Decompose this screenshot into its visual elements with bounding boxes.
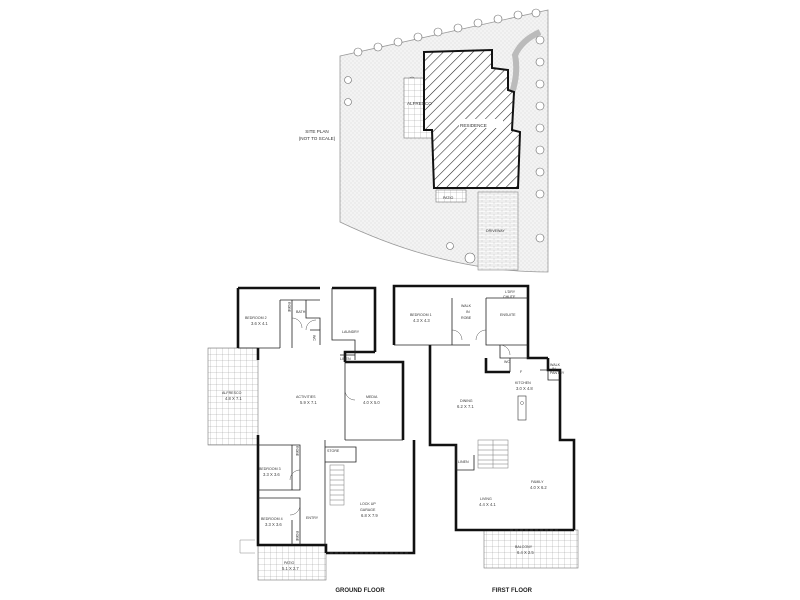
ff-pantry-l1: WALK [550, 363, 561, 367]
gf-walls [236, 286, 416, 555]
gf-bath-label: BATH [296, 310, 306, 314]
gf-garage-label: LOCK UP [360, 502, 376, 506]
ff-bedroom1-label: BEDROOM 1 [410, 313, 432, 317]
gf-wc-label: WC [312, 335, 316, 341]
ff-linen-label: LINEN [458, 460, 469, 464]
gf-robe-c-label: ROBE [295, 531, 299, 542]
gf-media-dim: 4.0 X 5.0 [363, 400, 380, 405]
ff-interior-walls [394, 297, 560, 471]
gf-entry-label: ENTRY [306, 516, 319, 520]
gf-patio-dim: 5.1 X 2.7 [282, 566, 299, 571]
site-patio [435, 189, 467, 203]
gf-doors [239, 317, 356, 554]
gf-interior-walls [238, 288, 403, 545]
gf-patio-label: PATIO [284, 561, 294, 565]
site-residence-label: RESIDENCE [460, 123, 487, 128]
site-plan-title: SITE PLAN [305, 129, 329, 134]
ff-fridge-label: F [520, 370, 523, 374]
ff-dining-dim: 6.2 X 7.1 [457, 404, 474, 409]
site-alfresco-label: ALFRESCO [407, 101, 432, 106]
ff-pantry-l2: IN [552, 367, 556, 371]
ff-family-label: FAMILY [531, 480, 544, 484]
ff-living-dim: 4.4 X 4.1 [479, 502, 496, 507]
ff-walk-in-robe-l1: WALK [461, 304, 472, 308]
ff-family-dim: 4.0 X 6.2 [530, 485, 547, 490]
gf-bedroom4-label: BEDROOM 4 [261, 517, 283, 521]
ff-sink-icon [520, 401, 524, 405]
site-driveway [477, 191, 519, 271]
gf-bedroom4-dim: 3.3 X 3.6 [265, 522, 282, 527]
gf-linen-label: LINEN [340, 357, 351, 361]
gf-patio-area [257, 544, 327, 581]
ff-living-label: LIVING [480, 497, 492, 501]
gf-laundry-label: LAUNDRY [342, 330, 360, 334]
ff-doors [451, 329, 511, 356]
ff-walk-in-robe-l3: ROBE [461, 316, 472, 320]
ff-walk-in-robe-l2: IN [466, 310, 470, 314]
first-floor-plan: BEDROOM 1 4.3 X 4.3 WALK IN ROBE L'DRY C… [392, 284, 579, 594]
ff-ldry-chute-l1: L'DRY [505, 290, 516, 294]
gf-stairs [329, 464, 345, 506]
ff-wc-label: WC [504, 360, 510, 364]
ff-balcony-label: BALCONY [515, 545, 533, 549]
gf-alfresco-dim: 4.8 X 7.1 [225, 396, 242, 401]
gf-bedroom2-label: BEDROOM 2 [245, 316, 267, 320]
gf-robe-b-label: ROBE [295, 446, 299, 457]
ground-floor-plan: BEDROOM 2 3.6 X 4.1 BATH ROBE LAUNDRY WC… [207, 286, 416, 594]
ff-kitchen-island [517, 395, 527, 421]
gf-garage-label-2: GARAGE [360, 508, 376, 512]
ff-bedroom1-dim: 4.3 X 4.3 [413, 318, 430, 323]
ff-ensuite-label: ENSUITE [500, 313, 516, 317]
gf-store-label: STORE [327, 449, 340, 453]
first-floor-caption: FIRST FLOOR [492, 588, 533, 594]
ff-dining-label: DINING [460, 399, 473, 403]
gf-alfresco-area [207, 347, 259, 446]
gf-alfresco-label: ALFRESCO [222, 391, 242, 395]
ff-balcony-dim: 6.4 X 2.5 [517, 550, 534, 555]
gf-bedroom3-dim: 3.3 X 3.6 [263, 472, 280, 477]
gf-activities-label: ACTIVITIES [296, 395, 316, 399]
site-plan: ALFRESCO RESIDENCE PATIO DRIVEWAY SITE P… [299, 8, 549, 273]
gf-robe-a-label: ROBE [287, 302, 291, 313]
gf-garage-dim: 6.8 X 7.9 [361, 513, 378, 518]
ff-pantry-l3: PANTRY [550, 371, 565, 375]
gf-bedroom3-label: BEDROOM 3 [259, 467, 281, 471]
ground-floor-caption: GROUND FLOOR [335, 588, 385, 594]
gf-bedroom2-dim: 3.6 X 4.1 [251, 321, 268, 326]
gf-activities-dim: 5.9 X 7.1 [300, 400, 317, 405]
ff-balcony-area [483, 529, 579, 569]
site-plan-note: (NOT TO SCALE) [299, 136, 336, 141]
site-driveway-label: DRIVEWAY [486, 229, 505, 233]
ff-kitchen-dim: 3.0 X 4.8 [516, 386, 533, 391]
site-patio-label: PATIO [443, 196, 453, 200]
gf-media-label: MEDIA [366, 395, 378, 399]
ff-stairs [477, 439, 509, 469]
ff-ldry-chute-l2: CHUTE [503, 295, 516, 299]
ff-kitchen-label: KITCHEN [515, 381, 531, 385]
